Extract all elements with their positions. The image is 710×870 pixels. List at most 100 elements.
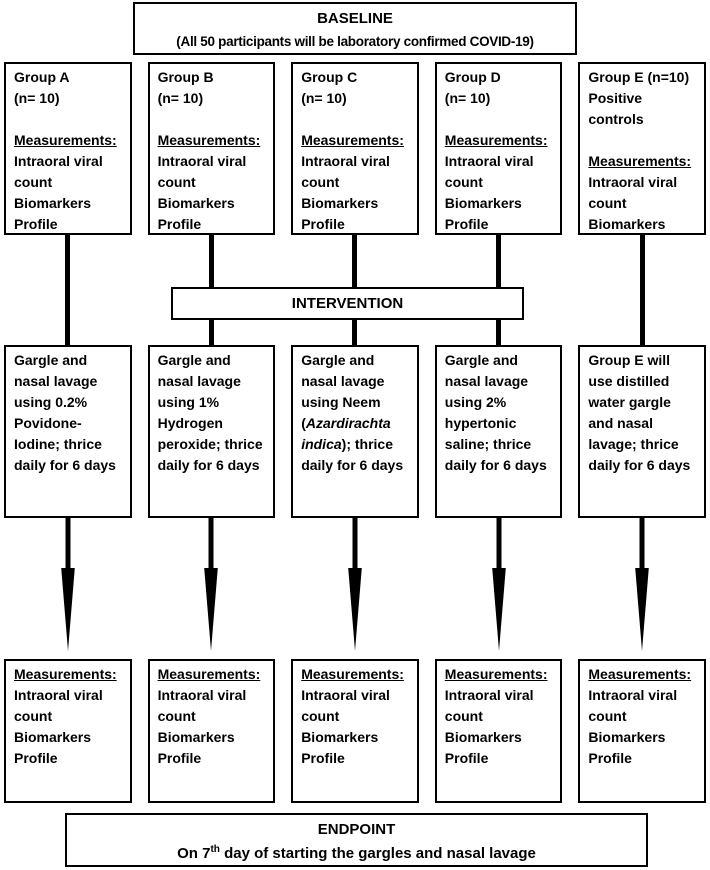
spacer [445, 109, 553, 130]
intervention-box-e: Group E will use distilled water gargle … [578, 345, 706, 518]
measurement-item: Profile [14, 750, 58, 766]
measurement-item: Biomarkers [444, 195, 522, 211]
measurements-heading: Measurements: [301, 666, 404, 682]
measurements-heading: Measurements: [301, 132, 404, 148]
baseline-box: BASELINE (All 50 participants will be la… [133, 2, 577, 55]
down-arrow-icon [60, 518, 75, 651]
connector-zone-bottom [4, 518, 706, 659]
measurement-item: Biomarkers [14, 729, 92, 745]
endpoint-text: On 7 [177, 845, 211, 862]
measurements-heading: Measurements: [444, 132, 548, 148]
group-name: Group E (n=10) [588, 69, 690, 85]
measurements-box-a: Measurements: Intraoral viral count Biom… [4, 659, 132, 803]
measurement-item: Intraoral viral count [301, 687, 390, 724]
group-box-b: Group B (n= 10) Measurements: Intraoral … [147, 62, 276, 235]
group-size: (n= 10) [444, 90, 491, 106]
measurements-box-d: Measurements: Intraoral viral count Biom… [434, 659, 563, 803]
endpoint-text: day of starting the gargles and nasal la… [219, 845, 536, 862]
intervention-text: Gargle and nasal lavage using 2% hyperto… [444, 352, 547, 473]
intervention-banner: INTERVENTION [171, 287, 524, 320]
measurements-box-e: Measurements: Intraoral viral count Biom… [578, 659, 706, 803]
group-size: (n= 10) [301, 90, 347, 106]
connector [4, 518, 132, 659]
group-name: Group A [14, 69, 70, 85]
intervention-row: Gargle and nasal lavage using 0.2% Povid… [4, 345, 706, 518]
measurements-heading: Measurements: [588, 153, 692, 169]
measurement-item: Biomarkers [14, 195, 92, 211]
endpoint-subtitle: On 7th day of starting the gargles and n… [67, 842, 646, 865]
flow-line [65, 235, 71, 345]
group-name: Group C [301, 69, 358, 85]
intervention-box-c: Gargle and nasal lavage using Neem (Azar… [291, 345, 419, 518]
intervention-text: Gargle and nasal lavage using Neem ( [301, 352, 385, 431]
measurement-item: Intraoral viral count [157, 687, 247, 724]
measurement-item: Profile [301, 750, 345, 766]
connector [435, 518, 563, 659]
group-box-a: Group A (n= 10) Measurements: Intraoral … [4, 62, 132, 235]
measurements-box-c: Measurements: Intraoral viral count Biom… [291, 659, 419, 803]
endpoint-box: ENDPOINT On 7th day of starting the garg… [65, 813, 648, 867]
measurement-item: Intraoral viral count [14, 153, 103, 190]
measurement-item: Biomarkers [157, 195, 235, 211]
endpoint-title: ENDPOINT [317, 821, 396, 838]
measurements-heading: Measurements: [14, 666, 117, 682]
measurement-item: Biomarkers [301, 195, 379, 211]
group-row: Group A (n= 10) Measurements: Intraoral … [4, 62, 706, 235]
connector [4, 235, 132, 345]
connector [148, 518, 276, 659]
baseline-subtitle: (All 50 participants will be laboratory … [176, 34, 534, 49]
measurements-heading: Measurements: [157, 132, 261, 148]
intervention-text: ); thrice daily for 6 days [301, 436, 404, 473]
measurement-item: Profile [157, 216, 202, 232]
connector [578, 235, 706, 345]
group-box-e: Group E (n=10) Positive controls Measure… [578, 62, 706, 235]
measurement-item: Biomarkers [588, 216, 666, 232]
measurements-row: Measurements: Intraoral viral count Biom… [4, 659, 706, 803]
measurements-heading: Measurements: [157, 666, 261, 682]
measurement-item: Intraoral viral count [588, 687, 678, 724]
spacer [158, 109, 266, 130]
measurement-item: Intraoral viral count [157, 153, 247, 190]
intervention-box-d: Gargle and nasal lavage using 2% hyperto… [434, 345, 563, 518]
measurement-item: Profile [157, 750, 202, 766]
spacer [14, 109, 122, 130]
measurement-item: Profile [14, 216, 58, 232]
down-arrow-icon [204, 518, 219, 651]
connector [291, 518, 419, 659]
measurement-item: Profile [301, 216, 345, 232]
intervention-text: Gargle and nasal lavage using 0.2% Povid… [14, 352, 116, 473]
measurement-item: Intraoral viral count [444, 153, 534, 190]
group-box-d: Group D (n= 10) Measurements: Intraoral … [434, 62, 563, 235]
measurement-item: Biomarkers [444, 729, 522, 745]
measurement-item: Intraoral viral count [444, 687, 534, 724]
measurement-item: Intraoral viral count [14, 687, 103, 724]
measurement-item: Biomarkers [157, 729, 235, 745]
measurement-item: Intraoral viral count [301, 153, 390, 190]
measurements-box-b: Measurements: Intraoral viral count Biom… [147, 659, 276, 803]
measurements-heading: Measurements: [14, 132, 117, 148]
spacer [588, 130, 696, 151]
intervention-box-a: Gargle and nasal lavage using 0.2% Povid… [4, 345, 132, 518]
measurement-item: Profile [444, 216, 489, 232]
measurements-heading: Measurements: [444, 666, 548, 682]
measurement-item: Biomarkers [588, 729, 666, 745]
intervention-text: Gargle and nasal lavage using 1% Hydroge… [157, 352, 263, 473]
measurement-item: Biomarkers [301, 729, 379, 745]
group-name: Group B [157, 69, 214, 85]
group-size: Positive controls [588, 90, 644, 127]
flow-line [639, 235, 645, 345]
measurement-item: Intraoral viral count [588, 174, 678, 211]
measurement-item: Profile [588, 750, 632, 766]
intervention-label: INTERVENTION [291, 295, 404, 312]
group-size: (n= 10) [157, 90, 204, 106]
intervention-text-italic: Azardirachta indica [301, 415, 391, 452]
down-arrow-icon [635, 518, 649, 651]
intervention-text: Group E will use distilled water gargle … [588, 352, 691, 473]
down-arrow-icon [348, 518, 362, 651]
superscript-th: th [210, 844, 220, 855]
down-arrow-icon [491, 518, 506, 651]
spacer [301, 109, 409, 130]
group-size: (n= 10) [14, 90, 60, 106]
group-box-c: Group C (n= 10) Measurements: Intraoral … [291, 62, 419, 235]
